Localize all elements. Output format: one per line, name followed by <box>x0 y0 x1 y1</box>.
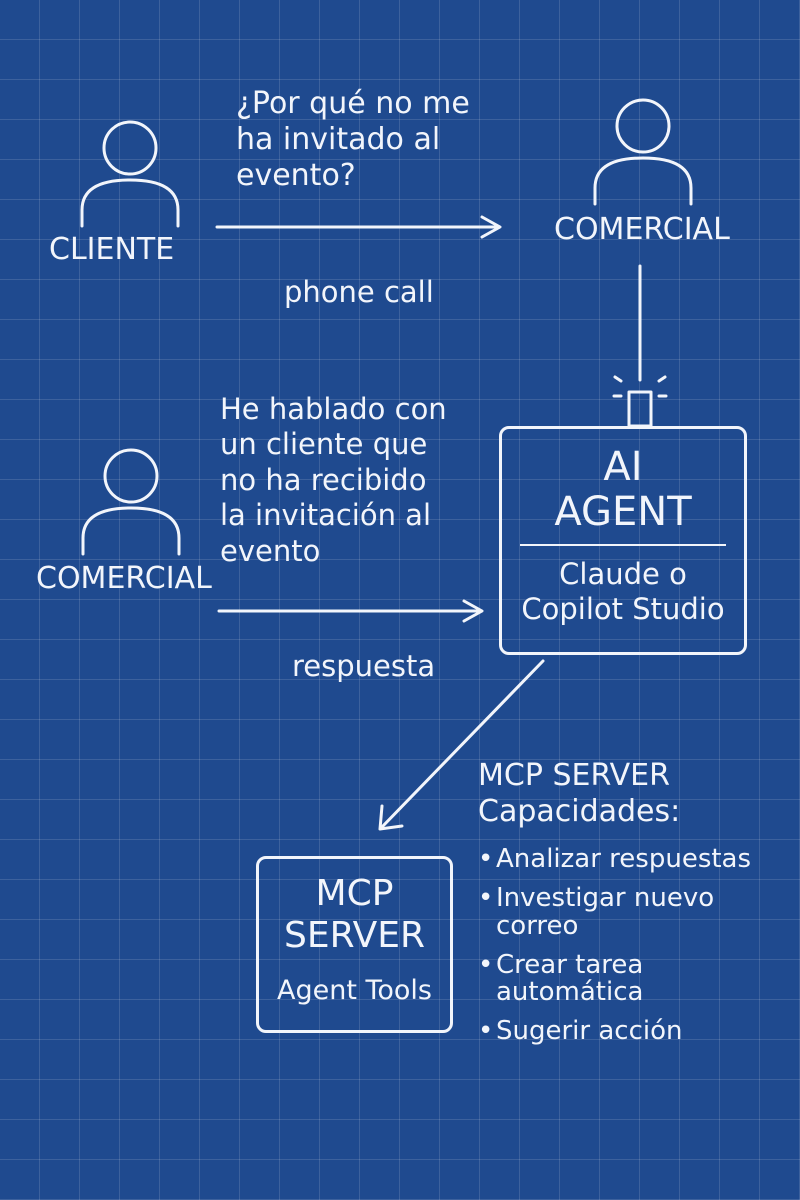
phone-call-label: phone call <box>284 275 434 309</box>
ai-agent-title: AI AGENT <box>554 444 692 535</box>
antenna-icon <box>612 372 668 428</box>
question-message: ¿Por qué no me ha invitado al evento? <box>236 86 470 193</box>
capabilities-heading: MCP SERVER <box>478 758 670 793</box>
mcp-server-box: MCP SERVER Agent Tools <box>256 856 453 1033</box>
person-icon <box>80 120 180 228</box>
list-item: Investigar nuevo correo <box>478 885 716 940</box>
capabilities-list: Analizar respuestas Investigar nuevo cor… <box>478 845 778 1046</box>
ai-agent-divider <box>520 544 726 546</box>
mcp-server-title: MCP SERVER <box>283 873 426 957</box>
person-icon <box>593 98 693 206</box>
actor-comercial-top: COMERCIAL <box>554 212 730 247</box>
capabilities-panel: MCP SERVER Capacidades: Analizar respues… <box>478 758 778 1058</box>
arrow-right-icon <box>217 599 484 623</box>
list-item: Sugerir acción <box>478 1018 778 1046</box>
person-icon <box>81 448 181 556</box>
list-item: Analizar respuestas <box>478 845 778 873</box>
respuesta-label: respuesta <box>292 649 436 683</box>
actor-cliente: CLIENTE <box>49 232 175 267</box>
mcp-server-subtitle: Agent Tools <box>276 975 432 1006</box>
actor-comercial-mid: COMERCIAL <box>36 561 212 596</box>
capabilities-subheading: Capacidades: <box>478 794 681 829</box>
arrow-down-left-icon <box>378 659 545 831</box>
list-item: Crear tarea automática <box>478 951 676 1007</box>
arrow-right-icon <box>215 215 502 239</box>
ai-agent-box: AI AGENT Claude o Copilot Studio <box>499 426 747 655</box>
ai-agent-subtitle: Claude o Copilot Studio <box>521 557 725 626</box>
report-message: He hablado con un cliente que no ha reci… <box>220 392 447 568</box>
